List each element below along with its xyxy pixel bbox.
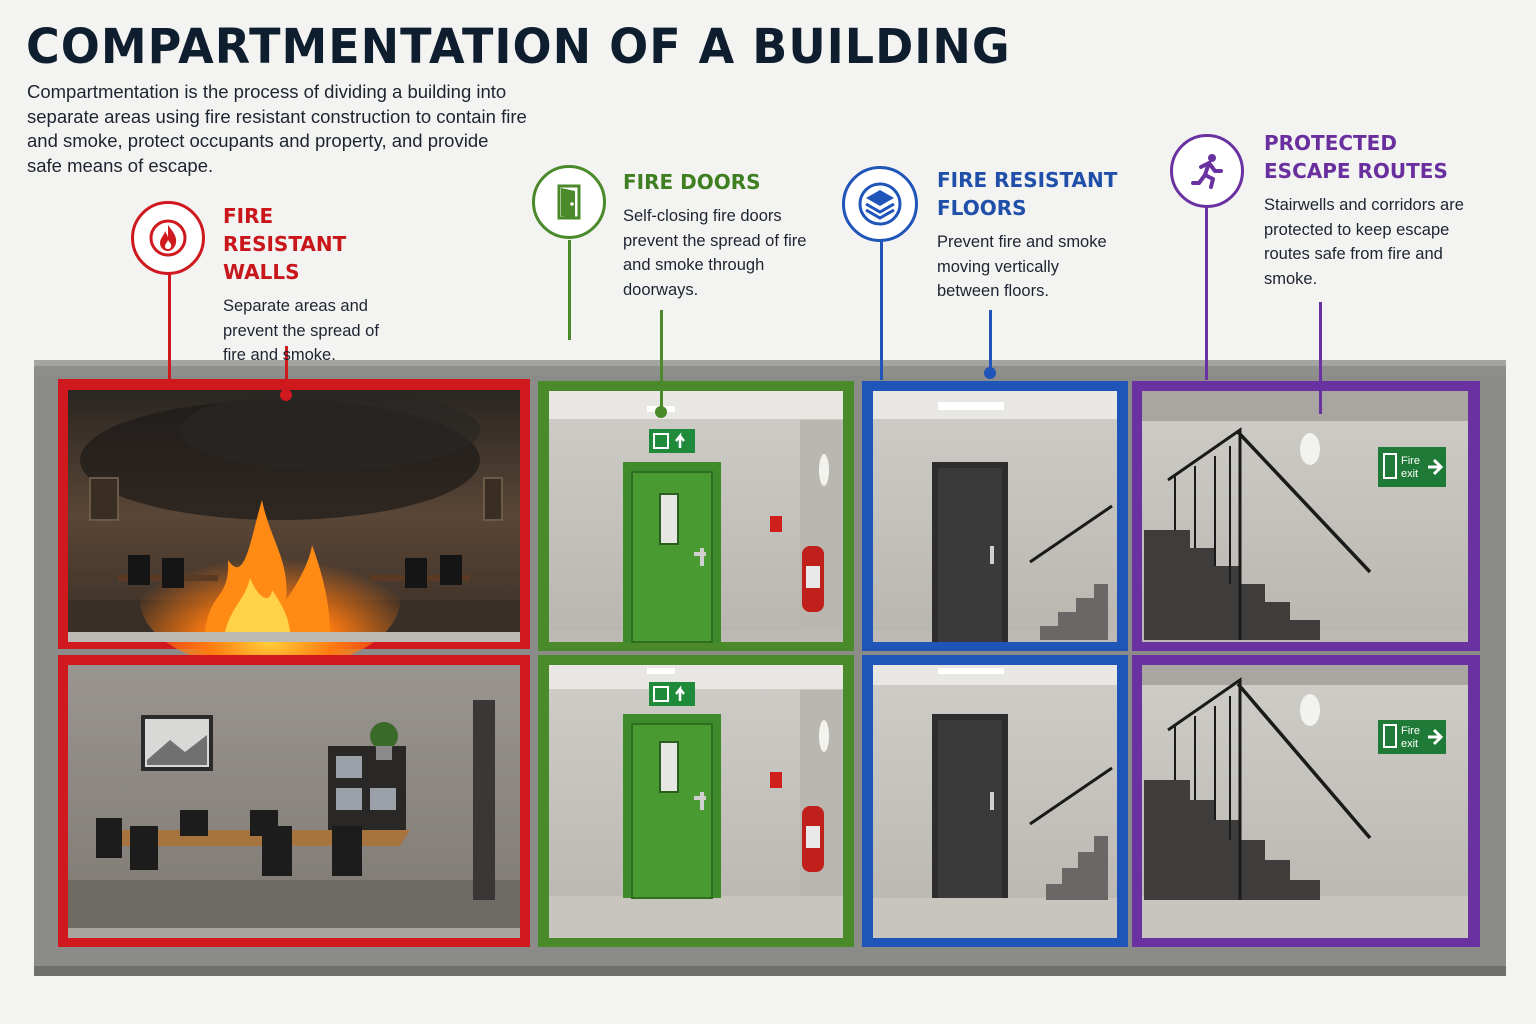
purple-compartment-bottom: Fire exit: [1132, 655, 1480, 947]
callout-walls: FIRE RESISTANT WALLS Separate areas and …: [223, 202, 388, 368]
fire-exit-text-2a: Fire: [1401, 725, 1420, 737]
callout-floors-title: FIRE RESISTANT FLOORS: [937, 168, 1118, 220]
callout-escape-text: Stairwells and corridors are protected t…: [1264, 196, 1464, 288]
blue-compartment-bottom: [862, 655, 1128, 947]
badge-floors: [842, 166, 918, 242]
leader-floors-b: [989, 310, 992, 370]
fire-exit-text-1a: Fire: [1401, 455, 1420, 467]
page-title: COMPARTMENTATION OF A BUILDING: [26, 18, 1011, 75]
leader-escape-a: [1205, 205, 1208, 380]
leader-escape-b: [1319, 302, 1322, 414]
callout-floors-text: Prevent fire and smoke moving vertically…: [937, 233, 1107, 300]
badge-escape: [1170, 134, 1244, 208]
callout-floors: FIRE RESISTANT FLOORS Prevent fire and s…: [937, 166, 1122, 304]
callout-escape-title: PROTECTED ESCAPE ROUTES: [1264, 131, 1448, 183]
callout-doors: FIRE DOORS Self-closing fire doors preve…: [623, 168, 808, 302]
fire-exit-text-1b: exit: [1401, 468, 1418, 480]
staircase-top: [1144, 530, 1320, 640]
callout-walls-title: FIRE RESISTANT WALLS: [223, 204, 347, 284]
callout-doors-title: FIRE DOORS: [623, 170, 761, 194]
intro-text: Compartmentation is the process of divid…: [27, 81, 527, 176]
leader-dot-doors: [655, 406, 667, 418]
leader-walls-a: [168, 270, 171, 380]
door-icon: [557, 184, 581, 220]
running-person-icon: [1191, 154, 1223, 189]
layers-icon: [858, 182, 902, 226]
leader-doors-a: [568, 240, 571, 340]
badge-doors: [532, 165, 606, 239]
flames: [205, 500, 330, 632]
purple-compartment-top: Fire exit: [1132, 381, 1480, 651]
callout-escape: PROTECTED ESCAPE ROUTES Stairwells and c…: [1264, 129, 1464, 291]
leader-doors-b: [660, 310, 663, 410]
callout-walls-text: Separate areas and prevent the spread of…: [223, 297, 379, 364]
blue-compartment-top: [862, 381, 1128, 651]
leader-dot-floors: [984, 367, 996, 379]
leader-floors-a: [880, 240, 883, 380]
badge-walls: [131, 201, 205, 275]
flame-icon: [149, 219, 187, 257]
leader-walls-b: [285, 346, 288, 394]
green-compartment-top: [538, 381, 854, 651]
callout-doors-text: Self-closing fire doors prevent the spre…: [623, 207, 807, 299]
leader-dot-walls: [280, 389, 292, 401]
exit-sign: [649, 429, 695, 453]
fire-exit-text-2b: exit: [1401, 738, 1418, 750]
green-compartment-bottom: [538, 655, 854, 947]
